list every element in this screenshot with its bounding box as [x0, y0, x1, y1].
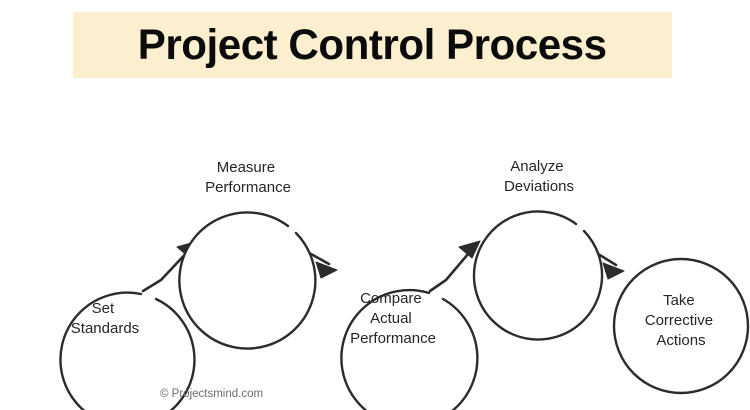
node-label-line: Corrective	[645, 312, 713, 329]
title-banner: Project Control Process	[73, 12, 672, 78]
node-label-line: Set	[92, 300, 115, 317]
node-label-line: Measure	[217, 159, 275, 176]
node-label-set-standards: Set Standards	[71, 300, 139, 337]
node-label-line: Analyze	[510, 158, 563, 175]
node-label-measure-performance: Measure Performance	[205, 159, 291, 196]
node-label-line: Actions	[656, 332, 705, 349]
credit-text: © Projectsmind.com	[160, 388, 264, 400]
node-label-analyze-deviations: Analyze Deviations	[504, 158, 574, 195]
node-set-standards[interactable]: Set Standards	[59, 291, 196, 410]
node-label-line: Take	[663, 292, 695, 309]
page-title: Project Control Process	[138, 20, 607, 69]
node-label-line: Performance	[350, 330, 436, 347]
node-label-line: Actual	[370, 310, 412, 327]
node-label-compare-actual-performance: Compare Actual Performance	[350, 290, 436, 347]
node-label-line: Standards	[71, 320, 139, 337]
node-label-take-corrective-actions: Take Corrective Actions	[645, 292, 718, 349]
connector-compare-actual-to-analyze-deviations	[428, 240, 481, 293]
node-take-corrective-actions[interactable]: Take Corrective Actions	[612, 257, 750, 395]
node-compare-actual-performance[interactable]: Compare Actual Performance	[340, 288, 479, 410]
node-measure-performance[interactable]: Measure Performance	[178, 159, 317, 350]
node-label-line: Compare	[360, 290, 422, 307]
node-analyze-deviations[interactable]: Analyze Deviations	[472, 158, 604, 341]
node-label-line: Deviations	[504, 178, 574, 195]
node-label-line: Performance	[205, 179, 291, 196]
